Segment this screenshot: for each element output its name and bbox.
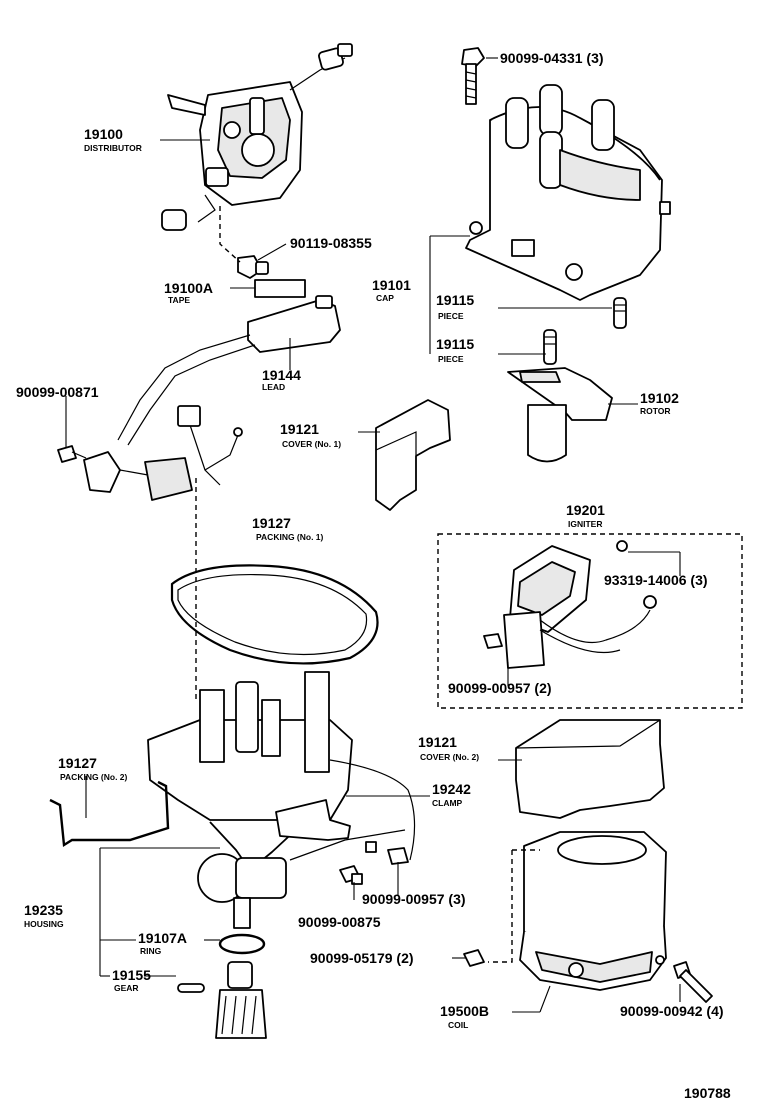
part-number-90099-05179: 90099-05179 (2) <box>310 950 414 966</box>
part-name-coil: COIL <box>448 1020 468 1030</box>
screw-00871-drawing <box>57 445 87 463</box>
part-number-19127-packing2: 19127 <box>58 755 97 771</box>
gear-drawing <box>177 961 267 1039</box>
nut-05179-drawing <box>463 949 485 967</box>
part-name-packing-no2: PACKING (No. 2) <box>60 772 128 782</box>
alignment-lines <box>195 206 743 963</box>
lead-drawing <box>83 295 341 501</box>
igniter-drawing <box>483 540 657 669</box>
packing-2-drawing <box>49 780 170 848</box>
bolt-90119-drawing <box>237 255 269 279</box>
part-number-93319-14006: 93319-14006 (3) <box>604 572 708 588</box>
part-number-19121-cover2: 19121 <box>418 734 457 750</box>
leader-lines <box>65 57 681 1013</box>
part-number-19107a: 19107A <box>138 930 187 946</box>
part-number-19155: 19155 <box>112 967 151 983</box>
piece-drawing-2 <box>543 329 557 365</box>
part-number-19100: 19100 <box>84 126 123 142</box>
part-name-piece-lower: PIECE <box>438 354 464 364</box>
part-number-19144: 19144 <box>262 367 301 383</box>
rotor-drawing <box>507 367 613 463</box>
housing-drawing <box>147 671 416 929</box>
part-name-cover-no1: COVER (No. 1) <box>282 439 341 449</box>
bolt-00942-drawing <box>673 961 713 1003</box>
screw-00875-drawing <box>339 865 363 885</box>
part-name-gear: GEAR <box>114 983 139 993</box>
part-name-cap: CAP <box>376 293 394 303</box>
cap-drawing <box>465 84 671 301</box>
screw-00957-drawing <box>365 841 409 865</box>
part-number-90099-00942: 90099-00942 (4) <box>620 1003 724 1019</box>
part-number-90099-00875: 90099-00875 <box>298 914 381 930</box>
part-name-piece-upper: PIECE <box>438 311 464 321</box>
part-name-packing-no1: PACKING (No. 1) <box>256 532 324 542</box>
part-number-19500b: 19500B <box>440 1003 489 1019</box>
part-number-19121-cover1: 19121 <box>280 421 319 437</box>
part-number-19201: 19201 <box>566 502 605 518</box>
cover-2-drawing <box>515 719 665 819</box>
part-number-90099-00957-2: 90099-00957 (2) <box>448 680 552 696</box>
ring-drawing <box>218 933 266 955</box>
part-number-90099-04331: 90099-04331 (3) <box>500 50 604 66</box>
part-number-19101: 19101 <box>372 277 411 293</box>
bolt-04331-drawing <box>461 47 485 105</box>
packing-1-drawing <box>170 564 379 665</box>
figure-number: 190788 <box>684 1085 731 1101</box>
part-name-tape: TAPE <box>168 295 190 305</box>
part-number-19127-packing1: 19127 <box>252 515 291 531</box>
part-name-lead: LEAD <box>262 382 285 392</box>
part-number-90099-00957-3: 90099-00957 (3) <box>362 891 466 907</box>
part-number-90099-00871: 90099-00871 <box>16 384 99 400</box>
cover-1-drawing <box>375 399 451 511</box>
part-name-distributor: DISTRIBUTOR <box>84 143 142 153</box>
callout-labels: 19100 DISTRIBUTOR 90119-08355 19100A TAP… <box>16 50 731 1101</box>
distributor-drawing <box>161 43 353 231</box>
tape-drawing <box>254 279 306 298</box>
part-name-ring: RING <box>140 946 162 956</box>
part-name-cover-no2: COVER (No. 2) <box>420 752 479 762</box>
part-number-90119-08355: 90119-08355 <box>290 235 372 251</box>
part-number-19102: 19102 <box>640 390 679 406</box>
part-number-19115-lower: 19115 <box>436 336 474 352</box>
part-number-19242: 19242 <box>432 781 471 797</box>
part-name-rotor: ROTOR <box>640 406 671 416</box>
part-name-housing: HOUSING <box>24 919 64 929</box>
part-number-19115-upper: 19115 <box>436 292 474 308</box>
part-number-19235: 19235 <box>24 902 63 918</box>
part-number-19100a: 19100A <box>164 280 213 296</box>
clamp-drawing <box>275 799 351 841</box>
part-name-clamp: CLAMP <box>432 798 463 808</box>
part-name-igniter: IGNITER <box>568 519 602 529</box>
coil-drawing <box>519 831 667 991</box>
piece-drawing-1 <box>613 297 627 329</box>
